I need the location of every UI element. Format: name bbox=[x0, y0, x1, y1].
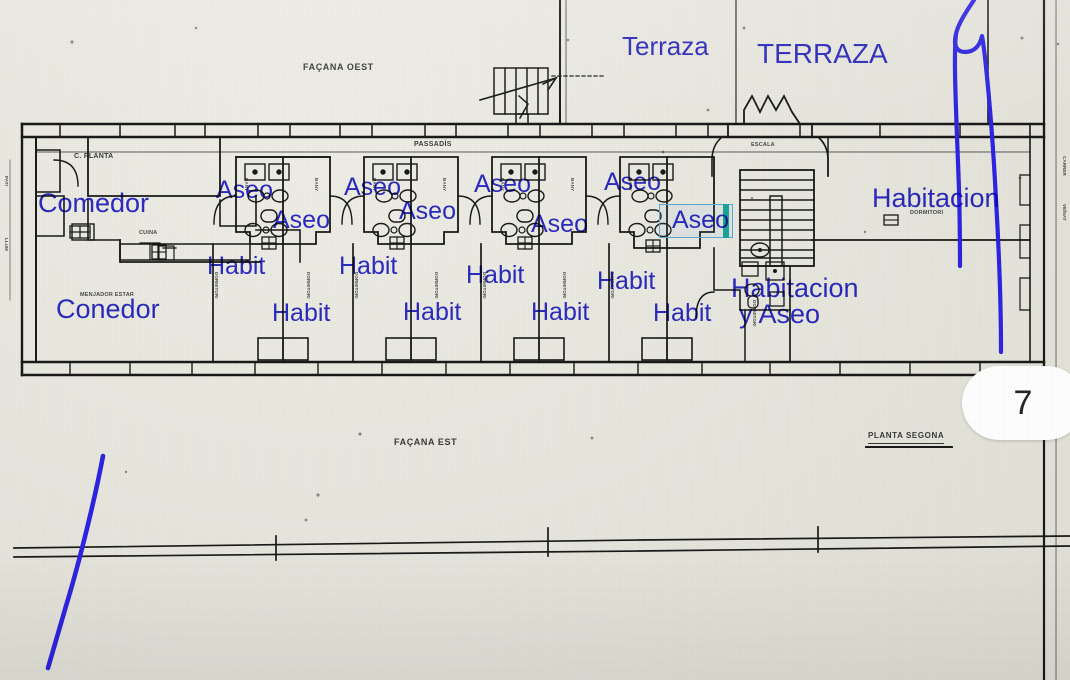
annotation-terraza-1[interactable]: Terraza bbox=[622, 31, 709, 61]
annotation-aseo-1a[interactable]: Aseo bbox=[216, 176, 273, 204]
text-cursor[interactable] bbox=[723, 204, 729, 238]
annotation-aseo-1b[interactable]: Aseo bbox=[273, 206, 330, 234]
annotation-habitacion[interactable]: Habitacion bbox=[872, 183, 1000, 213]
annotation-hab-aseo-1[interactable]: Habitacion bbox=[731, 273, 859, 303]
annotation-conedor[interactable]: Conedor bbox=[56, 294, 160, 324]
annotation-habit-3a[interactable]: Habit bbox=[466, 261, 525, 289]
micro-right-edge-2: VEÏNAT bbox=[1062, 204, 1067, 221]
page-number-badge[interactable]: 7 bbox=[962, 366, 1070, 440]
micro-left-edge-2: LLUM bbox=[4, 238, 9, 251]
annotation-aseo-selected[interactable]: Aseo bbox=[672, 206, 729, 234]
annotation-habit-4b[interactable]: Habit bbox=[653, 299, 712, 327]
micro-dormitori-3b: DORMITORI bbox=[562, 272, 567, 299]
annotation-aseo-2b[interactable]: Aseo bbox=[399, 197, 456, 225]
label-living-small: MENJADOR ESTAR bbox=[80, 292, 135, 298]
micro-bany-3b: BANY bbox=[570, 178, 575, 192]
annotation-terraza-2[interactable]: TERRAZA bbox=[757, 38, 888, 69]
page-number-value: 7 bbox=[1013, 383, 1033, 422]
micro-left-edge-1: PATI bbox=[4, 176, 9, 186]
annotation-aseo-3b[interactable]: Aseo bbox=[531, 210, 588, 238]
label-facade-top: FAÇANA OEST bbox=[303, 62, 374, 72]
label-bedroom-right: DORMITORI bbox=[910, 210, 944, 216]
annotation-aseo-3a[interactable]: Aseo bbox=[474, 170, 531, 198]
micro-bany-1b: BANY bbox=[314, 178, 319, 192]
micro-right-edge-1: CARRER bbox=[1062, 156, 1067, 176]
annotation-habit-2a[interactable]: Habit bbox=[339, 252, 398, 280]
label-room-small: C. PLANTA bbox=[74, 153, 114, 160]
label-kitchen: CUINA bbox=[139, 230, 158, 236]
pen-stroke-diagonal bbox=[45, 453, 106, 671]
micro-dormitori-2b: DORMITORI bbox=[434, 272, 439, 299]
pen-stroke-hairpin-loop bbox=[952, 0, 1004, 355]
annotation-habit-1a[interactable]: Habit bbox=[207, 252, 266, 280]
annotation-habit-4a[interactable]: Habit bbox=[597, 267, 656, 295]
annotation-aseo-4a[interactable]: Aseo bbox=[604, 168, 661, 196]
label-stair: ESCALA bbox=[751, 142, 775, 148]
annotation-hab-aseo-2[interactable]: y Aseo bbox=[739, 299, 821, 329]
selected-text-box[interactable] bbox=[659, 204, 733, 238]
label-corridor: PASSADÍS bbox=[414, 141, 452, 148]
micro-bany-2b: BANY bbox=[442, 178, 447, 192]
micro-dormitori-1b: DORMITORI bbox=[306, 272, 311, 299]
pen-stroke-hairpin-tail bbox=[952, 31, 963, 269]
annotation-habit-2b[interactable]: Habit bbox=[403, 298, 462, 326]
annotation-habit-3b[interactable]: Habit bbox=[531, 298, 590, 326]
annotation-aseo-2a[interactable]: Aseo bbox=[344, 173, 401, 201]
label-sheet-title: PLANTA SEGONA bbox=[868, 432, 945, 444]
label-facade-bottom: FAÇANA EST bbox=[394, 437, 458, 447]
annotation-habit-1b[interactable]: Habit bbox=[272, 299, 331, 327]
annotation-comedor[interactable]: Comedor bbox=[38, 188, 150, 218]
